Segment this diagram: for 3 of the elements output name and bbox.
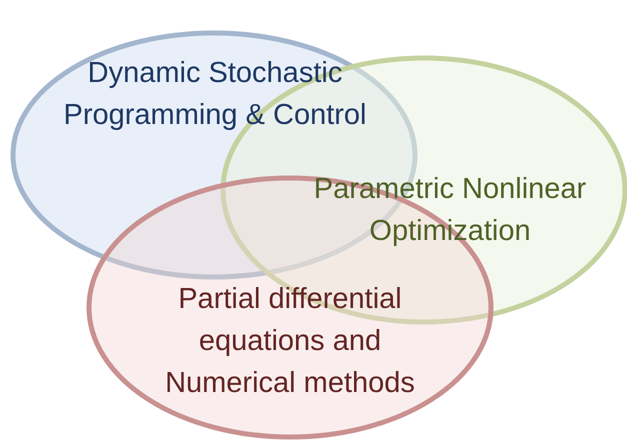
set-label: Partial differential equations and Numerical methods bbox=[164, 282, 416, 401]
set-label: Parametric Nonlinear Optimization bbox=[312, 172, 588, 249]
set-label: Dynamic Stochastic Programming & Control bbox=[62, 56, 368, 133]
